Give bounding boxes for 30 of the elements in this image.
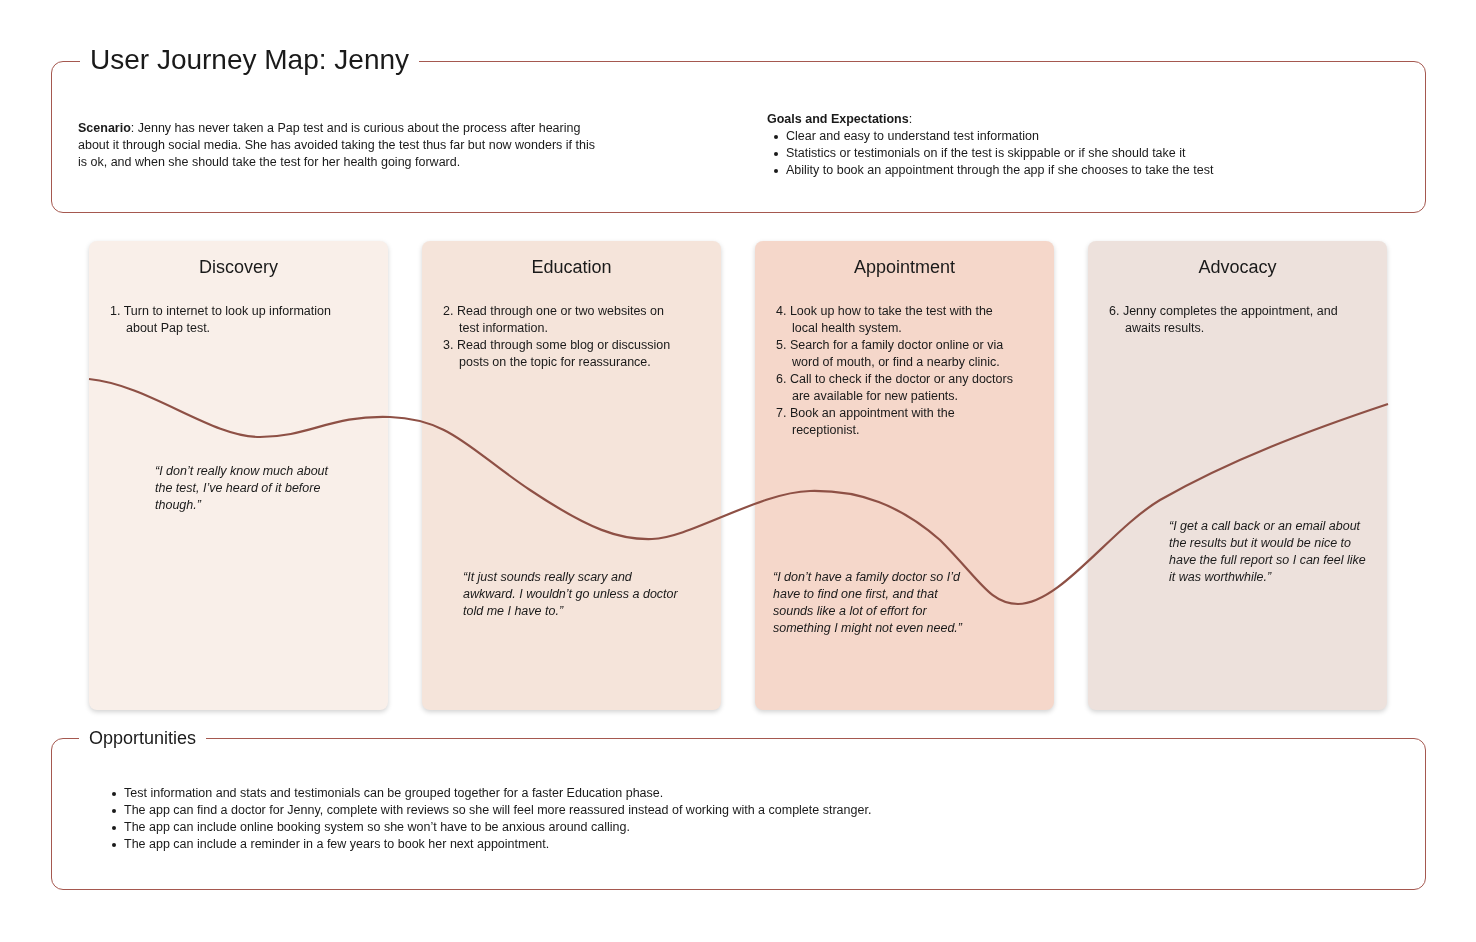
phase-heading: Discovery bbox=[199, 259, 278, 276]
quote-text: “I get a call back or an email about the results but it would be nice to have the full report so I can feel like it was worthwhile.” bbox=[1169, 518, 1367, 586]
opportunity-item: The app can include a reminder in a few years to book her next appointment. bbox=[124, 837, 550, 851]
phase-heading: Appointment bbox=[853, 259, 956, 276]
phase-card bbox=[89, 241, 388, 710]
phase-card bbox=[755, 241, 1054, 710]
step-text: 6. Call to check if the doctor or any doctors are available for new patients. bbox=[776, 371, 1014, 405]
step-text: 3. Read through some blog or discussion posts on the topic for reassurance. bbox=[443, 337, 672, 371]
opportunity-item: The app can find a doctor for Jenny, complete with reviews so she will feel more reassured instead of working with a complete stranger. bbox=[124, 803, 872, 817]
step-text: 4. Look up how to take the test with the local health system. bbox=[776, 303, 994, 337]
opportunity-item: Test information and stats and testimonials can be grouped together for a faster Education phase. bbox=[124, 786, 664, 800]
goal-item: Clear and easy to understand test information bbox=[786, 129, 1039, 143]
goal-item: Statistics or testimonials on if the test is skippable or if she should take it bbox=[786, 146, 1186, 160]
step-text: 5. Search for a family doctor online or via word of mouth, or find a nearby clinic. bbox=[776, 337, 1005, 371]
phase-card bbox=[1088, 241, 1387, 710]
opportunity-item: The app can include online booking system so she won’t have to be anxious around calling. bbox=[124, 820, 630, 834]
scenario-text: Scenario: Jenny has never taken a Pap test and is curious about the process after hearing about it through social media. She has avoided taking the test thus far but now wonders if this is ok, and when she should take the test for her health going forward. bbox=[78, 120, 596, 171]
phase-heading: Advocacy bbox=[1198, 259, 1277, 276]
step-text: 1. Turn to internet to look up information about Pap test. bbox=[110, 303, 332, 337]
goal-item: Ability to book an appointment through the app if she chooses to take the test bbox=[786, 163, 1214, 177]
step-text: 7. Book an appointment with the receptionist. bbox=[776, 405, 956, 439]
quote-text: “It just sounds really scary and awkward. I wouldn’t go unless a doctor told me I have to.” bbox=[463, 569, 679, 620]
step-text: 2. Read through one or two websites on test information. bbox=[443, 303, 665, 337]
panel-heading: Opportunities bbox=[79, 728, 207, 749]
quote-text: “I don’t have a family doctor so I’d have to find one first, and that sounds like a lot of effort for something I might not even need.” bbox=[773, 569, 964, 637]
step-text: 6. Jenny completes the appointment, and awaits results. bbox=[1109, 303, 1339, 337]
goals-heading: Goals and Expectations: bbox=[767, 111, 913, 128]
phase-heading: Education bbox=[531, 259, 612, 276]
quote-text: “I don’t really know much about the test, I’ve heard of it before though.” bbox=[155, 463, 330, 514]
phase-card bbox=[422, 241, 721, 710]
